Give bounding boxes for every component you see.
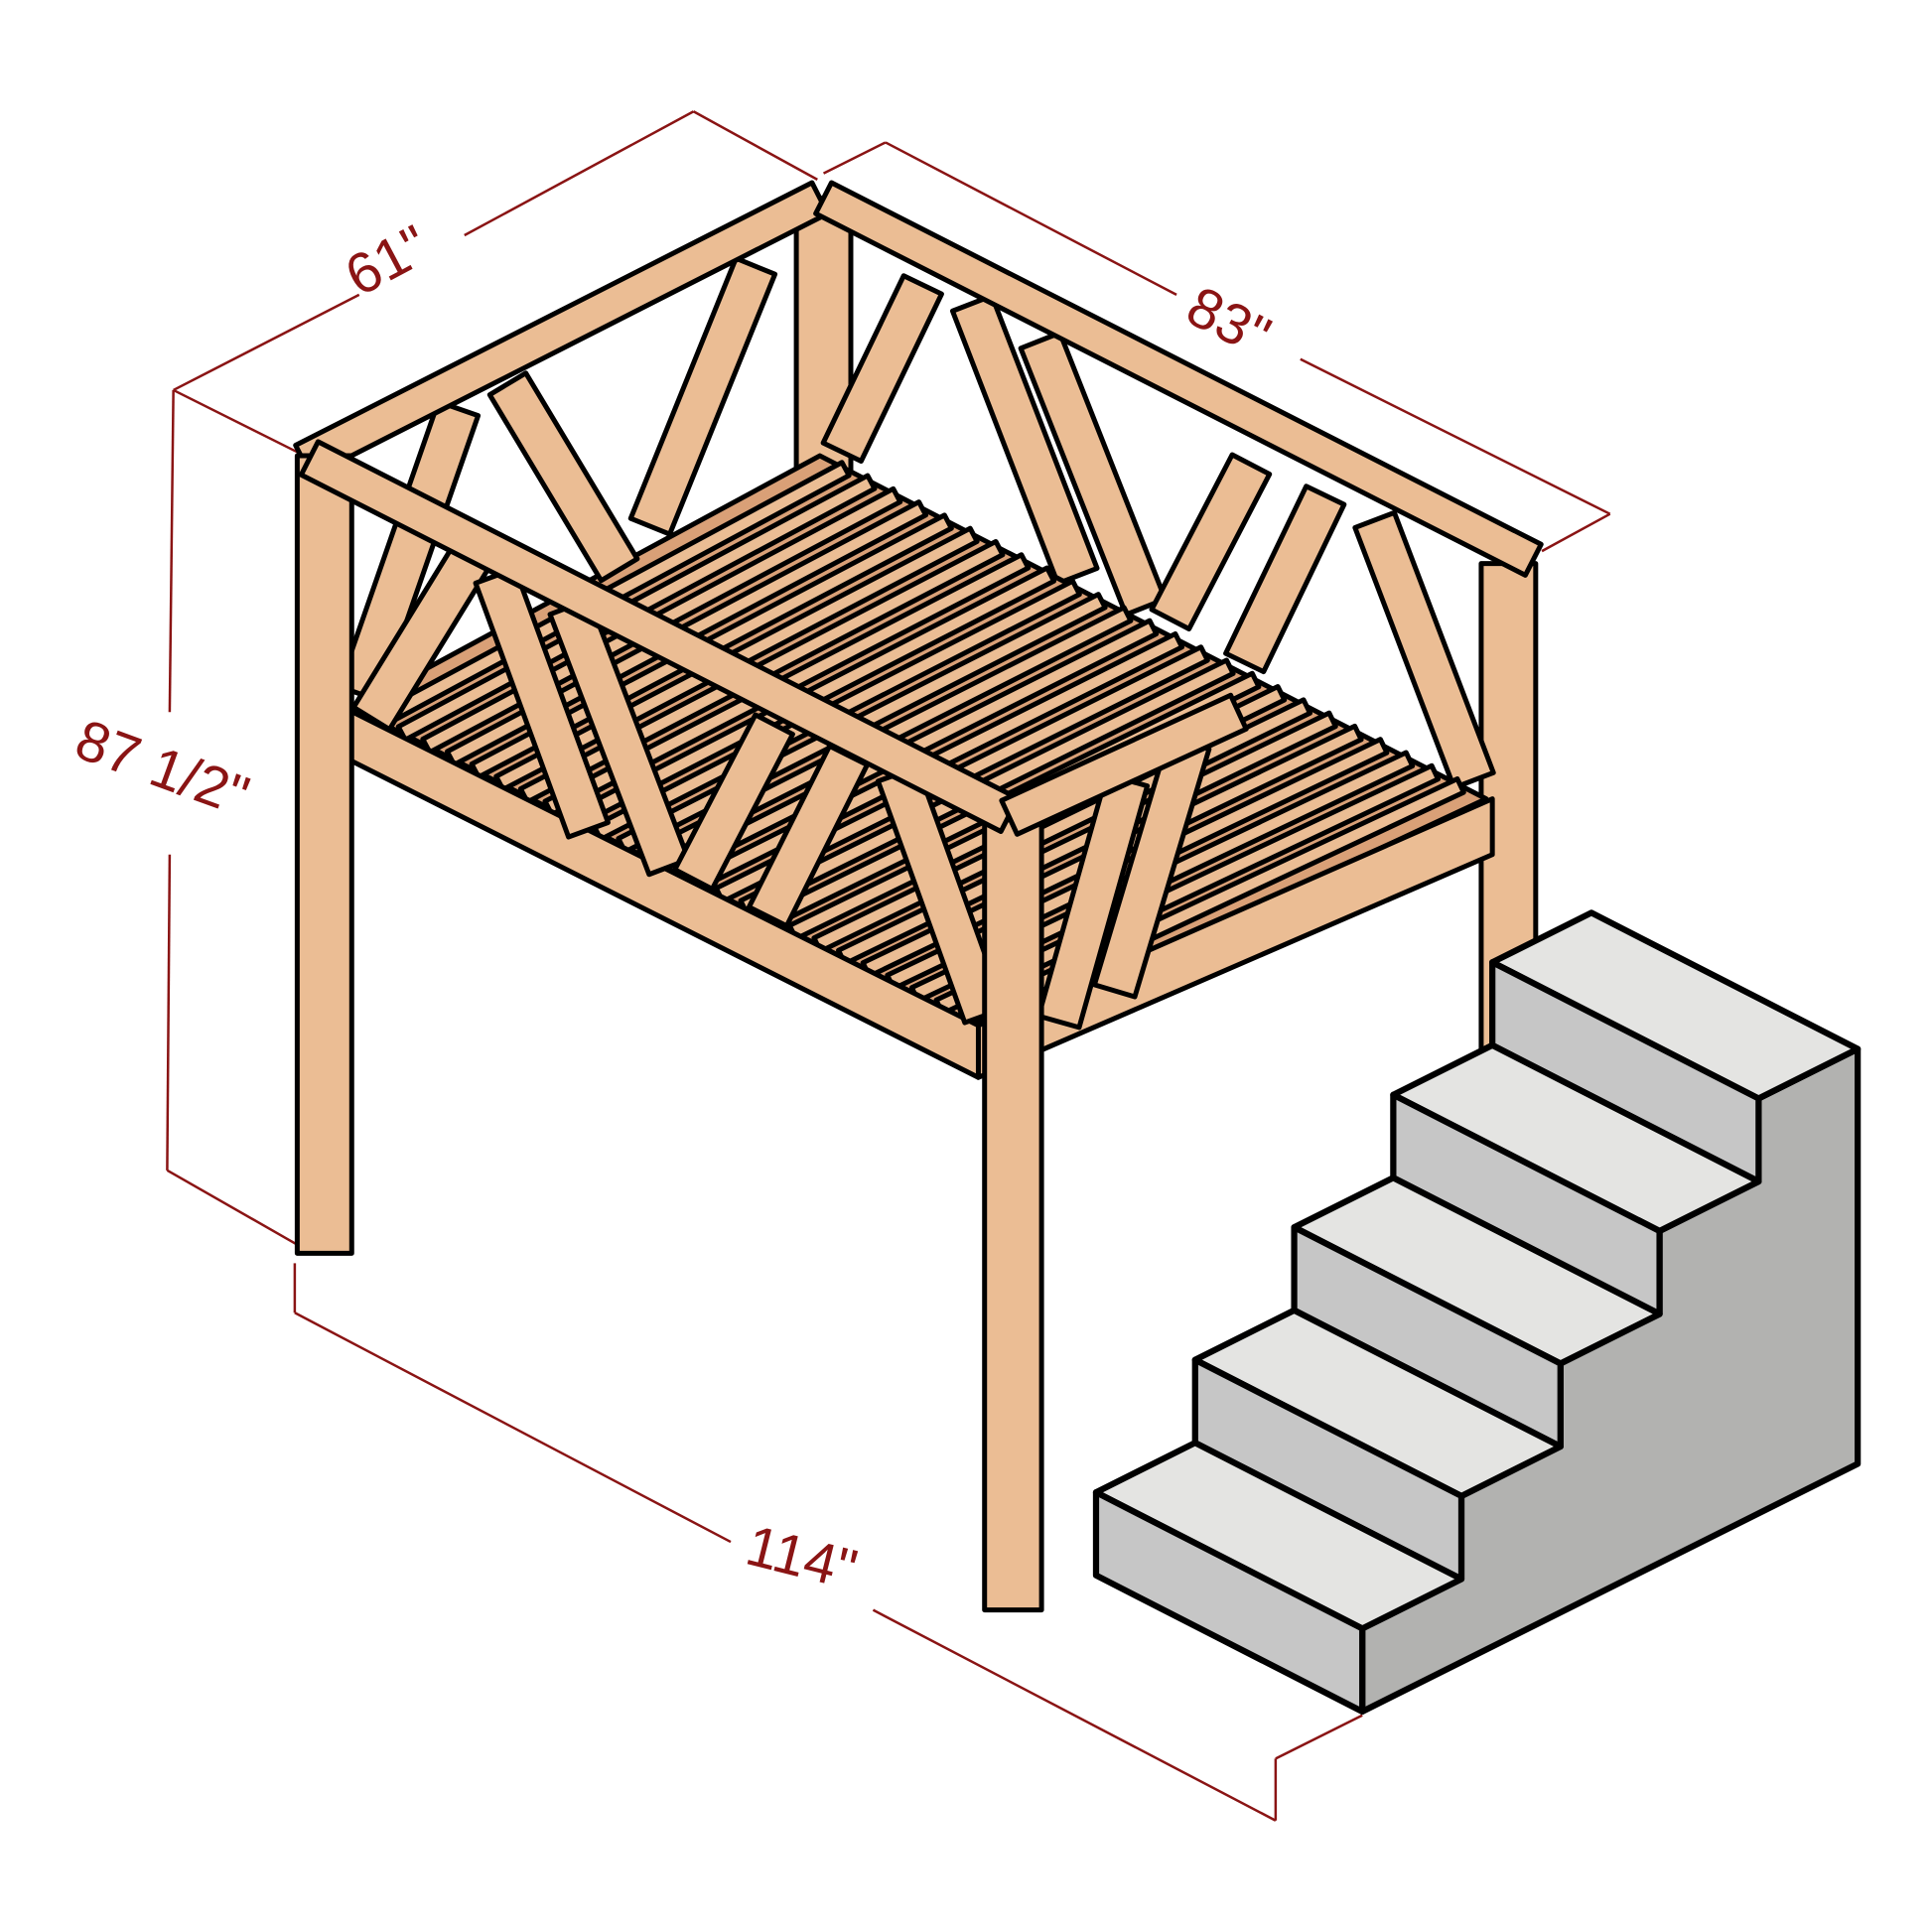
platform-side-rail — [975, 796, 1495, 1080]
dim-line-total — [872, 1608, 1277, 1822]
top-rail-side — [999, 692, 1249, 837]
dim-line-depth — [173, 293, 360, 392]
truss-board — [1149, 452, 1273, 631]
dim-ext — [166, 1169, 299, 1246]
dim-ext — [692, 110, 818, 181]
dim-line-height — [166, 854, 172, 1171]
height-label: 87 1/2" — [68, 708, 257, 829]
stair-riser — [1092, 1489, 1366, 1716]
depth-label: 61" — [336, 213, 439, 309]
dim-line-height — [168, 389, 175, 713]
truss-board — [1223, 483, 1347, 675]
dim-ext — [173, 388, 298, 454]
dim-line-depth — [464, 110, 695, 237]
truss-board — [486, 370, 640, 584]
dim-line-length — [885, 141, 1177, 296]
truss-board — [949, 293, 1100, 587]
truss-board — [1352, 509, 1496, 790]
truss-board — [672, 712, 795, 892]
total-length-label: 114" — [740, 1514, 863, 1602]
front-left-post — [294, 453, 354, 1256]
front-right-post — [982, 817, 1044, 1613]
truss-board — [820, 273, 944, 465]
dim-line-total — [294, 1311, 732, 1544]
dim-line-length — [822, 141, 887, 175]
dim-line-length — [1300, 357, 1611, 515]
top-rail-back — [813, 180, 1544, 578]
dimension-lines — [166, 110, 1611, 1822]
loft-bed — [293, 180, 1544, 1613]
length-label: 83" — [1176, 274, 1280, 368]
dim-ext — [1275, 1714, 1363, 1760]
dim-ext — [1541, 512, 1611, 553]
stairs — [1092, 909, 1862, 1716]
